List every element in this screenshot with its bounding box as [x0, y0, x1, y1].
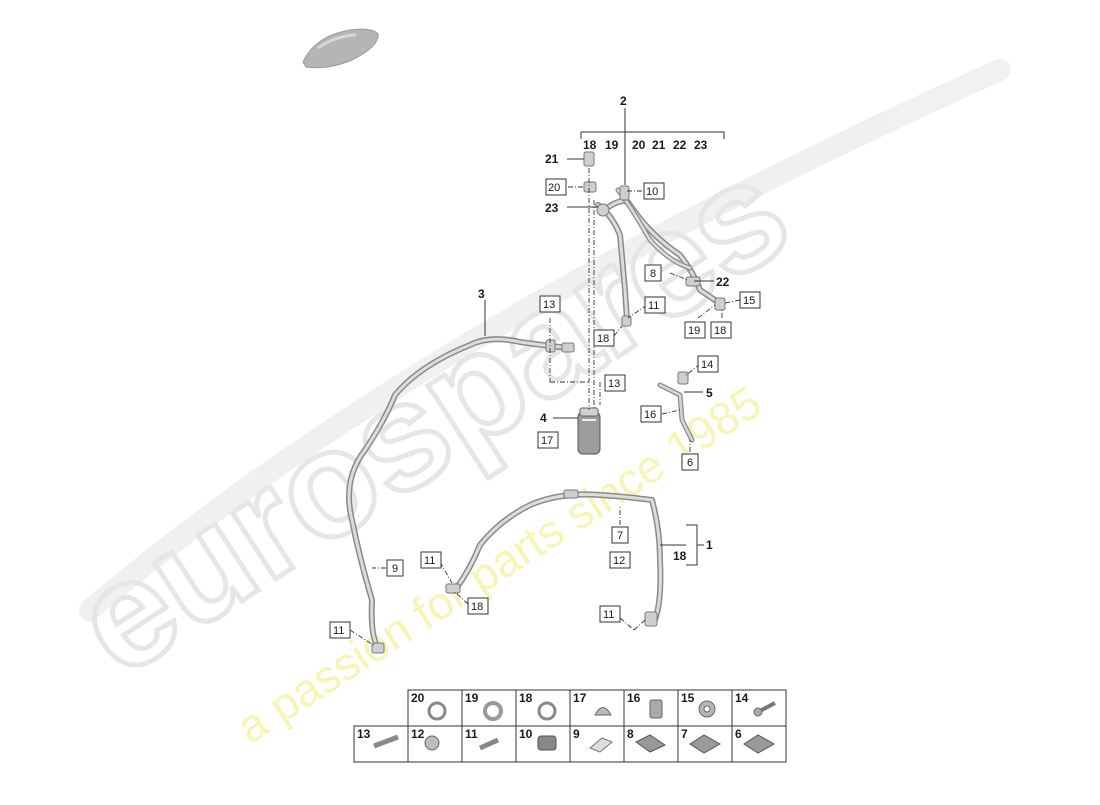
- box-11-a: 11: [648, 300, 659, 312]
- bolt-icon: [478, 737, 500, 751]
- table-cell-19: 19: [465, 691, 479, 705]
- bolt-head-icon: [753, 707, 763, 717]
- table-cell-16: 16: [627, 691, 641, 705]
- label-22: 22: [716, 275, 730, 289]
- table-cell-10: 10: [519, 727, 533, 741]
- box-12: 12: [613, 555, 625, 567]
- table-cell-17: 17: [573, 691, 587, 705]
- table-cell-12: 12: [411, 727, 425, 741]
- box-11-c: 11: [333, 625, 344, 637]
- box-13-b: 13: [608, 378, 620, 390]
- valve-21: [583, 151, 595, 167]
- box-13-a: 13: [543, 299, 555, 311]
- o-ring-icon: [537, 701, 557, 721]
- box-6: 6: [687, 457, 693, 469]
- receiver-drier: [577, 407, 601, 455]
- table-cell-15: 15: [681, 691, 695, 705]
- car-icon: [302, 28, 379, 69]
- table-cell-7: 7: [681, 727, 688, 741]
- pipe-holder-icon: [635, 734, 667, 753]
- box-19: 19: [688, 325, 700, 337]
- label-22-top: 22: [673, 138, 687, 152]
- table-part-icons: [373, 699, 776, 754]
- pipe-holder-icon: [743, 734, 776, 754]
- bolt-icon: [424, 735, 440, 751]
- o-ring-icon: [483, 701, 503, 721]
- label-5: 5: [706, 386, 713, 400]
- label-18-top: 18: [583, 138, 597, 152]
- table-cell-6: 6: [735, 727, 742, 741]
- pipe-clamp-icon: [537, 735, 557, 751]
- label-23: 23: [545, 201, 559, 215]
- box-11-b: 11: [424, 555, 435, 567]
- label-1: 1: [706, 538, 713, 552]
- label-lines: [484, 158, 714, 566]
- table-cell-20: 20: [411, 691, 425, 705]
- box-16: 16: [644, 409, 656, 421]
- label-4: 4: [540, 411, 547, 425]
- label-20-top: 20: [632, 138, 646, 152]
- label-18-line1: 18: [673, 549, 687, 563]
- table-cell-9: 9: [573, 727, 580, 741]
- box-20: 20: [548, 182, 560, 194]
- label-3: 3: [478, 287, 485, 301]
- hose-clamp-icon: [594, 707, 612, 716]
- pipe-clip-icon: [589, 737, 613, 753]
- box-9: 9: [392, 563, 398, 575]
- label-23-top: 23: [694, 138, 708, 152]
- table-cell-8: 8: [627, 727, 634, 741]
- label-2: 2: [620, 94, 627, 108]
- clip-nut-icon: [649, 699, 663, 719]
- pipe-holder-icon: [689, 734, 722, 754]
- table-cell-18: 18: [519, 691, 533, 705]
- callout-2-group: [580, 108, 725, 185]
- bolt-icon: [373, 734, 399, 749]
- table-cell-13: 13: [357, 727, 371, 741]
- box-18-b: 18: [714, 325, 726, 337]
- label-19-top: 19: [605, 138, 619, 152]
- box-17: 17: [541, 435, 553, 447]
- box-8: 8: [650, 268, 656, 280]
- box-18-a: 18: [597, 333, 609, 345]
- box-10: 10: [646, 186, 658, 198]
- boxed-labels: [329, 178, 761, 639]
- table-cell-14: 14: [735, 691, 749, 705]
- table-cell-11: 11: [465, 727, 478, 741]
- box-11-d: 11: [603, 609, 614, 621]
- seal-20: [583, 181, 597, 193]
- box-7: 7: [617, 530, 623, 542]
- watermark: eurospares a passion for parts since 198…: [43, 59, 1011, 753]
- box-15: 15: [743, 295, 755, 307]
- o-ring-icon: [427, 701, 447, 721]
- label-21: 21: [545, 152, 559, 166]
- parts-table: [353, 689, 787, 763]
- watermark-swoosh: [79, 59, 1011, 621]
- box-18-c: 18: [471, 601, 483, 613]
- box-14: 14: [701, 359, 713, 371]
- label-21-top: 21: [652, 138, 666, 152]
- fitting-23: [596, 203, 610, 217]
- nut-hole-icon: [703, 705, 711, 713]
